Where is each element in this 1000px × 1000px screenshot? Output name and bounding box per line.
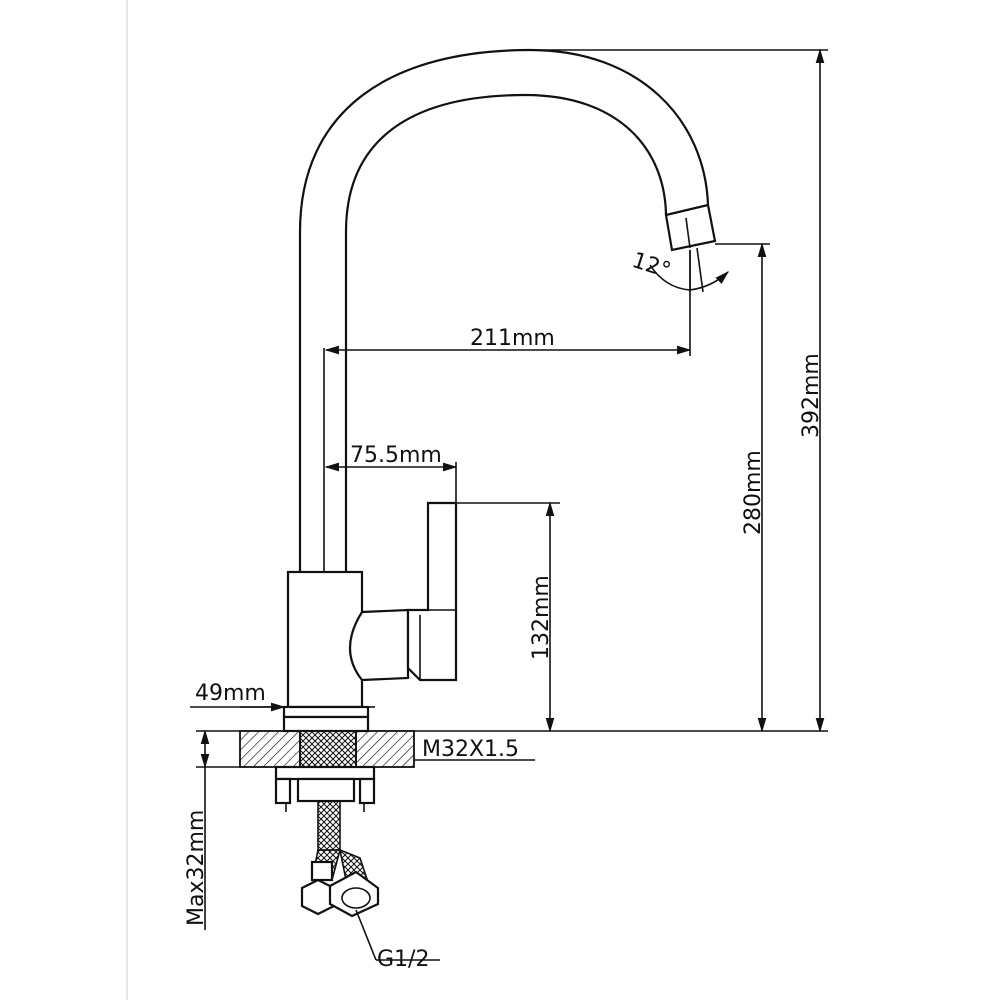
countertop-section — [239, 730, 415, 812]
hose-nut-2 — [328, 870, 380, 918]
dimension-label-211: 211mm — [470, 326, 555, 351]
dimension-label-angle: 12° — [629, 248, 674, 284]
dimension-label-49: 49mm — [195, 681, 266, 706]
spout-tip — [664, 203, 717, 252]
dimension-base-diameter: 49mm — [190, 681, 375, 712]
thread-label: M32X1.5 — [422, 737, 519, 762]
dimension-max-thickness: Max32mm — [184, 729, 240, 930]
dimension-label-392: 392mm — [799, 353, 824, 438]
spout — [298, 48, 717, 710]
dimension-handle-offset: 75.5mm — [324, 443, 458, 503]
thread-callout: M32X1.5 — [414, 737, 535, 762]
supply-hose — [300, 800, 380, 918]
dimension-label-max32: Max32mm — [184, 810, 209, 926]
dimension-angle: 12° — [629, 247, 730, 293]
hose-connection-callout: G1/2 — [355, 909, 440, 972]
dimension-label-75-5: 75.5mm — [350, 443, 442, 468]
faucet-body — [282, 501, 458, 733]
dimension-total-height: 392mm — [530, 48, 828, 733]
hose-connection-label: G1/2 — [377, 947, 429, 972]
dimension-handle-height: 132mm — [456, 501, 560, 733]
dimension-label-132: 132mm — [529, 575, 554, 660]
dimension-label-280: 280mm — [741, 450, 766, 535]
dimension-spout-height: 280mm — [715, 242, 770, 733]
